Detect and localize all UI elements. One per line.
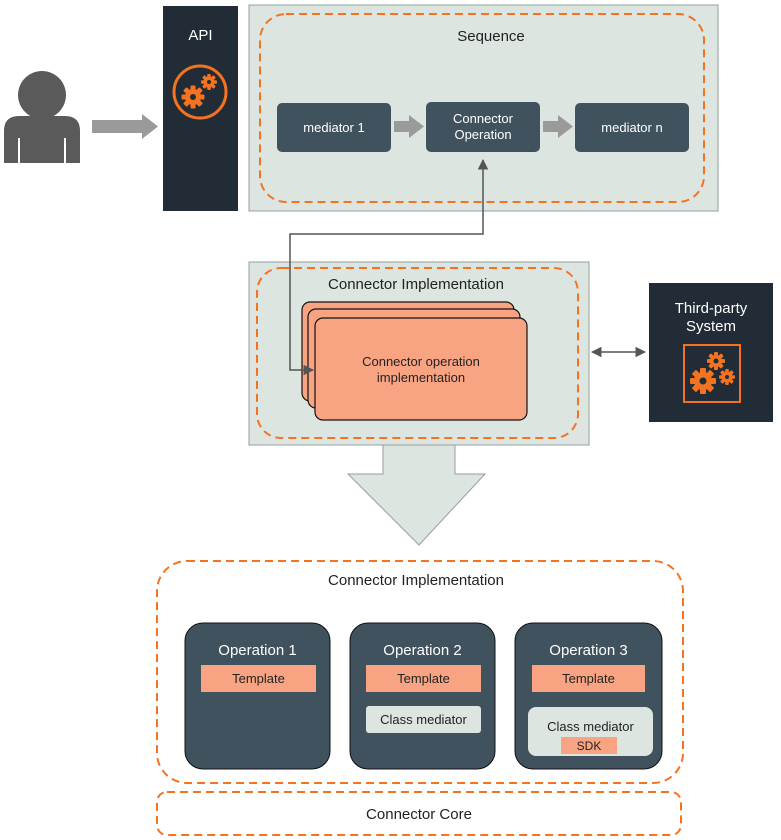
- mediator-n-label: mediator n: [601, 120, 662, 135]
- mediator-1-box: [277, 103, 391, 152]
- connector-implementation-title: Connector Implementation: [328, 276, 504, 293]
- connector-operation-box: [426, 102, 540, 152]
- mediator-1-label: mediator 1: [303, 120, 364, 135]
- operation-2-template: [366, 665, 481, 692]
- operation-implementation-line2: implementation: [377, 370, 465, 385]
- third-party-system: Third-party System: [649, 283, 773, 422]
- gears-icon: [172, 64, 228, 120]
- person-icon: [4, 71, 80, 163]
- sequence-title: Sequence: [457, 28, 525, 45]
- connector-implementation-detail-title: Connector Implementation: [328, 572, 504, 589]
- connector-implementation-panel: Connector Implementation Connector opera…: [248, 261, 590, 446]
- mediator1-to-connector-arrow: [394, 115, 424, 138]
- operation-1-card: Operation 1 Template: [184, 622, 331, 770]
- operation-3-card: Operation 3 Template Class mediator SDK: [514, 622, 663, 770]
- operation-2-class-mediator: [366, 706, 481, 733]
- operation-3-title: Operation 3: [549, 642, 627, 659]
- operation-implementation-stack: Connector operation implementation: [301, 301, 528, 421]
- third-party-line1: Third-party: [675, 300, 748, 317]
- api-label: API: [188, 27, 212, 44]
- connector-operation-line2: Operation: [454, 127, 511, 142]
- api-panel: API: [163, 6, 238, 211]
- operation-2-class-mediator-label: Class mediator: [380, 712, 467, 727]
- operation-implementation-line1: Connector operation: [362, 354, 480, 369]
- operation-3-sdk-label: SDK: [577, 739, 602, 753]
- connector-core-label: Connector Core: [366, 806, 472, 823]
- operation-1-template-label: Template: [232, 671, 285, 686]
- operation-3-sdk: [561, 737, 617, 754]
- connector-implementation-detail: Connector Implementation Operation 1 Tem…: [156, 560, 684, 784]
- operation-2-title: Operation 2: [383, 642, 461, 659]
- gears-icon: [683, 344, 741, 403]
- operation-to-implementation-connector: [289, 158, 489, 376]
- connector-to-mediatorn-arrow: [543, 115, 573, 138]
- expand-down-arrow: [346, 444, 487, 546]
- operation-1-template: [201, 665, 316, 692]
- operation-3-template: [532, 665, 645, 692]
- operation-3-template-label: Template: [562, 671, 615, 686]
- person-to-api-arrow: [92, 114, 158, 139]
- connector-core: Connector Core: [156, 791, 682, 836]
- operation-3-class-mediator-label: Class mediator: [547, 719, 634, 734]
- connector-operation-line1: Connector: [453, 111, 514, 126]
- operation-1-title: Operation 1: [218, 642, 296, 659]
- operation-2-template-label: Template: [397, 671, 450, 686]
- third-party-line2: System: [686, 318, 736, 335]
- mediator-n-box: [575, 103, 689, 152]
- operation-2-card: Operation 2 Template Class mediator: [349, 622, 496, 770]
- operation-3-class-mediator: [528, 707, 653, 756]
